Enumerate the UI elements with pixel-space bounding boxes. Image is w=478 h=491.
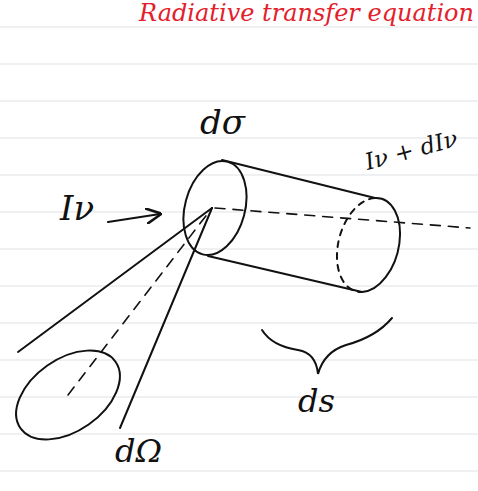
length-label: ds [298,384,335,419]
intensity-label: Iν + dIν [362,126,460,175]
solid-angle-label: dΩ [115,434,162,469]
cone [0,208,212,458]
ruled-lines [0,27,478,471]
arrow [108,214,160,222]
brace [262,318,392,374]
intensity-label: Iν [60,190,94,227]
axis-line [68,208,470,395]
cylinder [174,154,400,292]
area-label: dσ [200,104,245,141]
heading: Radiative transfer equation [139,0,474,26]
